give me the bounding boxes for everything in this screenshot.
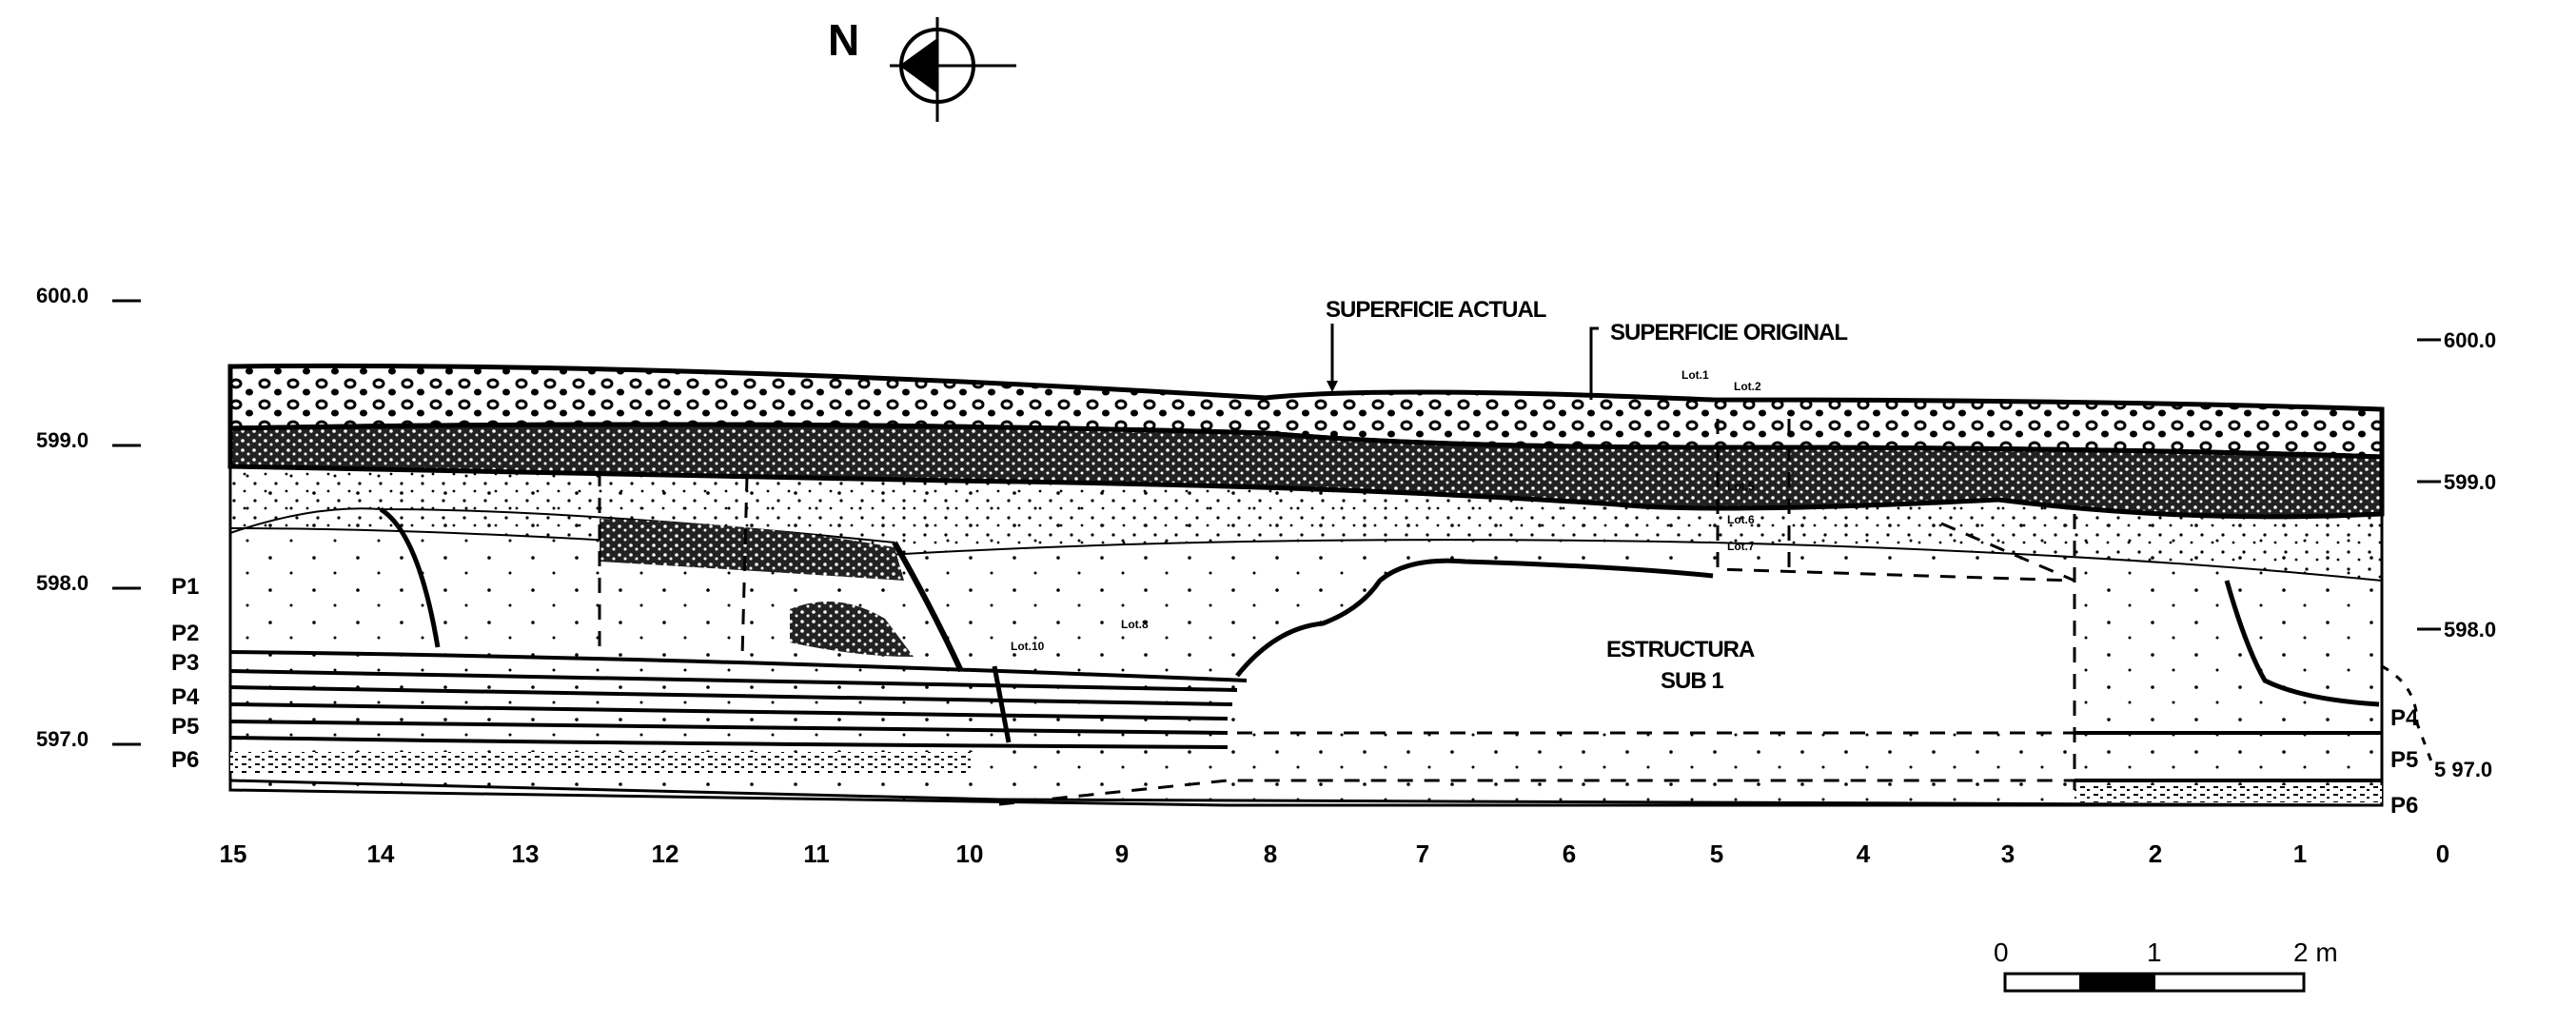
elevation-label: 599.0 — [2444, 470, 2496, 494]
lot-labels: Lot.1 Lot.2 Lot.5 Lot.6 Lot.7 Lot.10 Lot… — [1011, 368, 1761, 653]
lot-label: Lot.8 — [1121, 618, 1149, 631]
grid-label: 15 — [220, 839, 247, 868]
elevation-label: 600.0 — [2444, 328, 2496, 352]
grid-label: 11 — [803, 839, 830, 868]
north-label: N — [828, 15, 859, 65]
structure-sub-label: SUB 1 — [1661, 668, 1723, 694]
section-profile — [227, 324, 2433, 807]
elevation-scale-left: 600.0 599.0 598.0 597.0 — [36, 284, 141, 751]
lot-label: Lot.7 — [1727, 540, 1755, 553]
layer-label: P5 — [2390, 747, 2418, 773]
grid-label: 3 — [2001, 839, 2015, 868]
layer-label: P4 — [2390, 705, 2419, 731]
surface-current-label: SUPERFICIE ACTUAL — [1326, 297, 1546, 323]
layer-label: P4 — [171, 684, 200, 710]
grid-label: 5 — [1710, 839, 1723, 868]
grid-label: 12 — [652, 839, 679, 868]
lot-label: Lot.10 — [1011, 640, 1045, 653]
grid-label: 13 — [512, 839, 540, 868]
layer-label: P6 — [2390, 793, 2418, 819]
grid-label: 9 — [1115, 839, 1129, 868]
elevation-label: 598.0 — [36, 571, 88, 595]
compass-icon — [890, 17, 1016, 122]
grid-label: 2 — [2149, 839, 2162, 868]
layer-label: P1 — [171, 574, 199, 600]
layer-label: P6 — [171, 747, 199, 773]
grid-label: 4 — [1857, 839, 1871, 868]
lot-label: Lot.1 — [1681, 368, 1709, 382]
surface-original-label: SUPERFICIE ORIGINAL — [1610, 320, 1847, 346]
layer-label: P5 — [171, 714, 199, 740]
elevation-label: 599.0 — [36, 428, 88, 452]
elevation-scale-right: 600.0 599.0 598.0 5 97.0 — [2417, 328, 2496, 781]
lot-label: Lot.6 — [1727, 513, 1755, 526]
grid-unit-labels: 15 14 13 12 11 10 9 8 7 6 5 4 3 2 1 0 — [220, 839, 2450, 868]
layer-label: P3 — [171, 650, 199, 676]
grid-label: 7 — [1416, 839, 1429, 868]
elevation-label: 598.0 — [2444, 618, 2496, 642]
lot-label: Lot.2 — [1734, 380, 1761, 393]
layer-label: P2 — [171, 621, 199, 646]
grid-label: 14 — [367, 839, 395, 868]
grid-label: 10 — [956, 839, 984, 868]
layer-labels-right: P4 P5 P6 — [2390, 705, 2419, 819]
grid-label: 8 — [1264, 839, 1277, 868]
scale-label-1: 1 — [2147, 938, 2162, 967]
grid-label: 6 — [1563, 839, 1576, 868]
grid-label: 0 — [2436, 839, 2449, 868]
scale-label-2: 2 m — [2293, 938, 2338, 967]
grid-label: 1 — [2293, 839, 2307, 868]
elevation-label: 600.0 — [36, 284, 88, 307]
north-arrow: N — [828, 15, 1016, 122]
scale-bar: 0 1 2 m — [1994, 938, 2338, 993]
lot-label: Lot.5 — [1727, 480, 1755, 493]
structure-label: ESTRUCTURA — [1606, 637, 1755, 662]
laminated-layers — [229, 650, 2382, 782]
elevation-label: 597.0 — [36, 727, 88, 751]
scale-label-0: 0 — [1994, 938, 2009, 967]
layer-labels-left: P1 P2 P3 P4 P5 P6 — [171, 574, 200, 773]
elevation-label: 5 97.0 — [2434, 758, 2492, 781]
